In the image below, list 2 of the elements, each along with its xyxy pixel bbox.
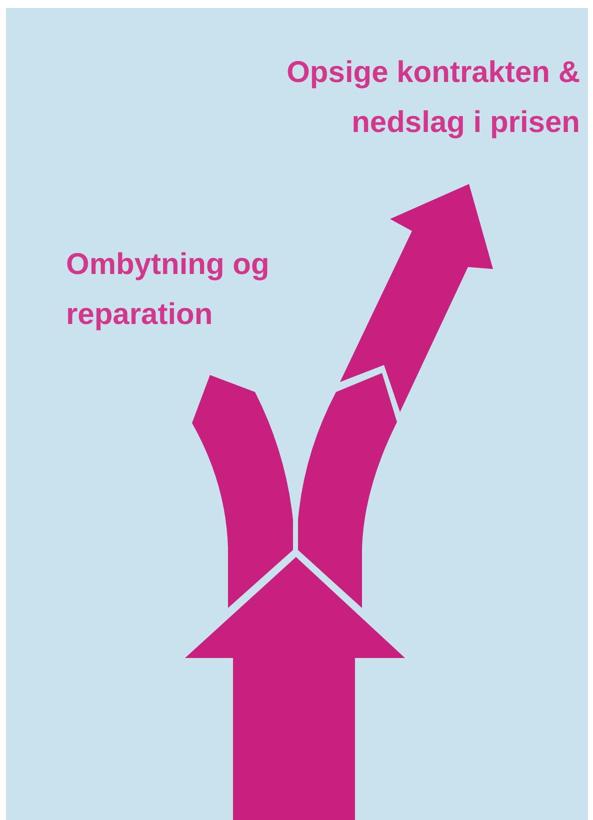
outcome-label: Opsige kontrakten & nedslag i prisen — [286, 55, 580, 141]
outcome-label: Ombytning og reparation — [66, 247, 270, 333]
